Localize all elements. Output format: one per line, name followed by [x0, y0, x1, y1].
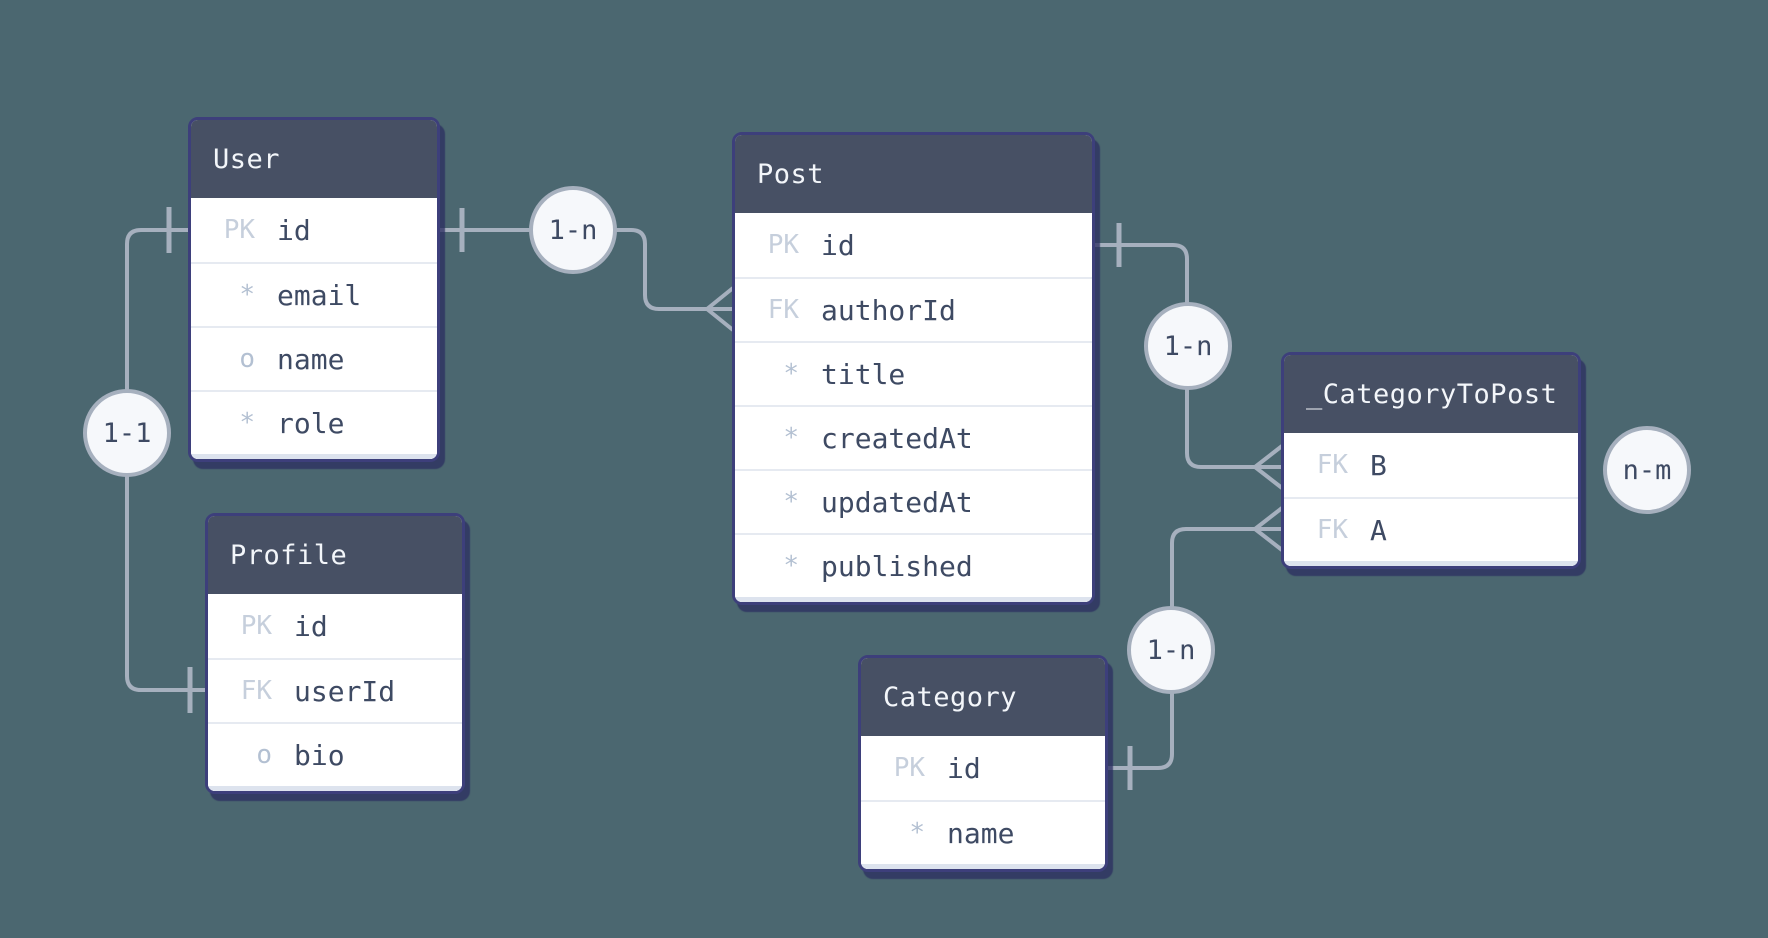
- field-key-label: PK: [767, 230, 799, 260]
- field-name: authorId: [821, 293, 956, 327]
- cardinality-label: 1-n: [1146, 634, 1196, 666]
- entity-title: _CategoryToPost: [1306, 378, 1558, 410]
- field-constraint-marker: o: [239, 344, 255, 374]
- entity-header[interactable]: Post: [735, 135, 1092, 213]
- field-row-updatedat: * updatedAt: [735, 469, 1092, 533]
- cardinality-label: 1-1: [102, 417, 152, 449]
- field-name: updatedAt: [821, 485, 973, 519]
- field-constraint-marker: *: [783, 423, 799, 453]
- field-constraint-marker: *: [239, 408, 255, 438]
- field-name: id: [277, 213, 311, 247]
- field-name: bio: [294, 738, 345, 772]
- field-row-authorid: FK authorId: [735, 277, 1092, 341]
- cardinality-label: 1-n: [548, 214, 598, 246]
- field-constraint-marker: *: [783, 551, 799, 581]
- field-key-label: FK: [767, 295, 799, 325]
- cardinality-badge-1-n: 1-n: [529, 186, 617, 274]
- field-row-id: PK id: [735, 213, 1092, 277]
- field-constraint-marker: *: [783, 359, 799, 389]
- cardinality-badge-1-1: 1-1: [83, 389, 171, 477]
- field-row-name: * name: [861, 800, 1105, 864]
- field-key-label: FK: [1316, 515, 1348, 545]
- field-name: role: [277, 406, 345, 440]
- field-row-a: FK A: [1284, 497, 1578, 561]
- entity-title: Profile: [230, 539, 348, 571]
- field-key-label: PK: [893, 753, 925, 783]
- field-name: published: [821, 549, 973, 583]
- field-name: B: [1370, 448, 1387, 482]
- field-key-label: FK: [1316, 450, 1348, 480]
- field-constraint-marker: *: [909, 818, 925, 848]
- cardinality-label: n-m: [1622, 454, 1672, 486]
- entity-header[interactable]: Profile: [208, 516, 462, 594]
- field-row-b: FK B: [1284, 433, 1578, 497]
- field-key-label: PK: [240, 611, 272, 641]
- field-name: title: [821, 357, 906, 391]
- field-row-id: PK id: [191, 198, 437, 262]
- field-name: id: [947, 751, 981, 785]
- entity-field-list: PK id * name: [861, 736, 1105, 869]
- field-name: createdAt: [821, 421, 973, 455]
- cardinality-badge-1-n: 1-n: [1127, 606, 1215, 694]
- field-name: email: [277, 278, 362, 312]
- relationship-line-user-post: [440, 228, 707, 311]
- field-name: A: [1370, 513, 1387, 547]
- entity-field-list: FK B FK A: [1284, 433, 1578, 566]
- field-name: name: [277, 342, 345, 376]
- entity-header[interactable]: User: [191, 120, 437, 198]
- field-key-label: PK: [223, 215, 255, 245]
- field-constraint-marker: *: [239, 280, 255, 310]
- entity-title: User: [213, 143, 281, 175]
- cardinality-badge-n-m: n-m: [1603, 426, 1691, 514]
- field-constraint-marker: *: [783, 487, 799, 517]
- field-row-role: * role: [191, 390, 437, 454]
- entity-title: Post: [757, 158, 825, 190]
- field-name: id: [294, 609, 328, 643]
- field-row-title: * title: [735, 341, 1092, 405]
- field-name: userId: [294, 674, 396, 708]
- cardinality-badge-1-n: 1-n: [1144, 302, 1232, 390]
- field-row-id: PK id: [208, 594, 462, 658]
- entity-header[interactable]: Category: [861, 658, 1105, 736]
- entity-title: Category: [883, 681, 1018, 713]
- field-key-label: FK: [240, 676, 272, 706]
- field-row-published: * published: [735, 533, 1092, 597]
- field-row-userid: FK userId: [208, 658, 462, 722]
- field-name: name: [947, 816, 1015, 850]
- field-name: id: [821, 228, 855, 262]
- entity-header[interactable]: _CategoryToPost: [1284, 355, 1578, 433]
- field-row-id: PK id: [861, 736, 1105, 800]
- cardinality-label: 1-n: [1163, 330, 1213, 362]
- field-row-createdat: * createdAt: [735, 405, 1092, 469]
- field-constraint-marker: o: [256, 740, 272, 770]
- field-row-email: * email: [191, 262, 437, 326]
